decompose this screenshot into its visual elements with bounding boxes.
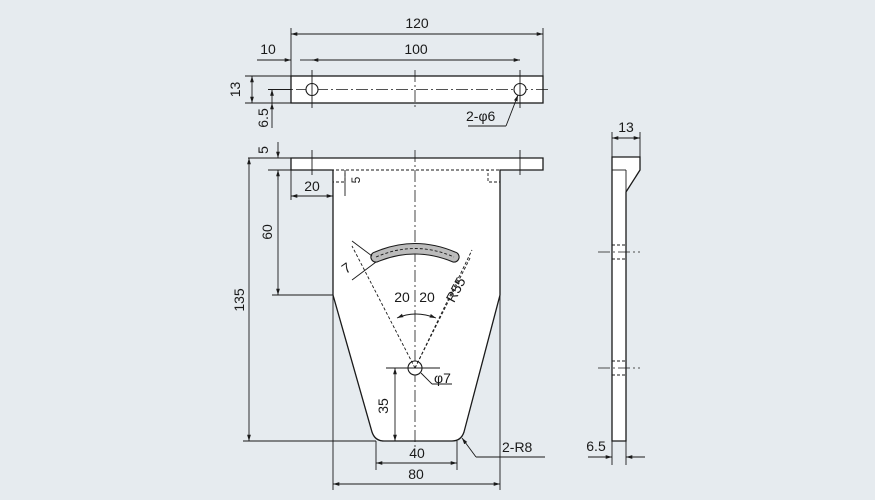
side-profile xyxy=(611,156,641,442)
dim-plate-thickness: 6.5 xyxy=(586,438,645,465)
note-corner-radius: 2-R8 xyxy=(461,437,545,458)
dim-thickness: 13 xyxy=(227,75,291,104)
side-view: 13 6.5 xyxy=(586,119,645,465)
dim-edge-offset: 10 xyxy=(257,41,312,62)
bracket-body xyxy=(290,157,544,442)
angle-arc xyxy=(396,313,437,319)
dim-hole-pitch: 100 xyxy=(312,41,520,62)
dim-angle-left-label: 20 xyxy=(394,289,410,305)
dim-pivot-hole: φ7 xyxy=(420,370,452,386)
dim-pivot-height: 60 xyxy=(259,170,333,296)
dim-side-width-label: 13 xyxy=(618,119,634,135)
dim-bottom-width: 40 xyxy=(375,441,458,470)
note-holes: 2-φ6 xyxy=(466,94,519,127)
dim-total-height: 135 xyxy=(231,158,376,442)
dim-pivot-height-label: 60 xyxy=(259,224,275,240)
dim-hole-pitch-label: 100 xyxy=(404,41,428,57)
dim-notch-depth-label: 5 xyxy=(349,176,363,183)
note-holes-label: 2-φ6 xyxy=(466,108,496,124)
dim-notch-width-label: 20 xyxy=(304,178,320,194)
top-view: 120 100 10 13 6.5 2-φ6 xyxy=(227,15,550,128)
dim-flange-thickness: 5 xyxy=(248,142,291,180)
dim-edge-offset-label: 10 xyxy=(260,41,276,57)
dim-total-height-label: 135 xyxy=(231,288,247,312)
dim-thickness-label: 13 xyxy=(227,82,243,98)
dim-angle-right-label: 20 xyxy=(419,289,435,305)
dim-pivot-hole-label: φ7 xyxy=(434,370,451,386)
front-view: 5 135 60 20 5 7 xyxy=(231,142,545,490)
dim-overall-width: 120 xyxy=(290,15,544,76)
dim-hole-center: 6.5 xyxy=(255,89,291,128)
dim-notch-width: 20 xyxy=(290,170,334,200)
dim-hole-center-label: 6.5 xyxy=(255,108,271,128)
notch-right xyxy=(487,170,501,183)
dim-body-width: 80 xyxy=(332,295,501,490)
dim-flange-thickness-label: 5 xyxy=(255,146,271,154)
dim-body-width-label: 80 xyxy=(408,466,424,482)
arc-slot-centerline xyxy=(375,248,455,258)
arc-slot xyxy=(370,242,460,263)
dim-bottom-to-pivot: 35 xyxy=(375,367,408,441)
dim-plate-thickness-label: 6.5 xyxy=(586,438,606,454)
dim-side-width: 13 xyxy=(611,119,641,157)
note-corner-radius-label: 2-R8 xyxy=(502,439,533,455)
dim-notch-depth: 5 xyxy=(344,170,363,196)
angle-line-left xyxy=(351,245,416,369)
radius-line xyxy=(414,257,471,369)
dim-bottom-width-label: 40 xyxy=(409,445,425,461)
dim-bottom-to-pivot-label: 35 xyxy=(375,398,391,414)
dim-overall-width-label: 120 xyxy=(405,15,429,31)
